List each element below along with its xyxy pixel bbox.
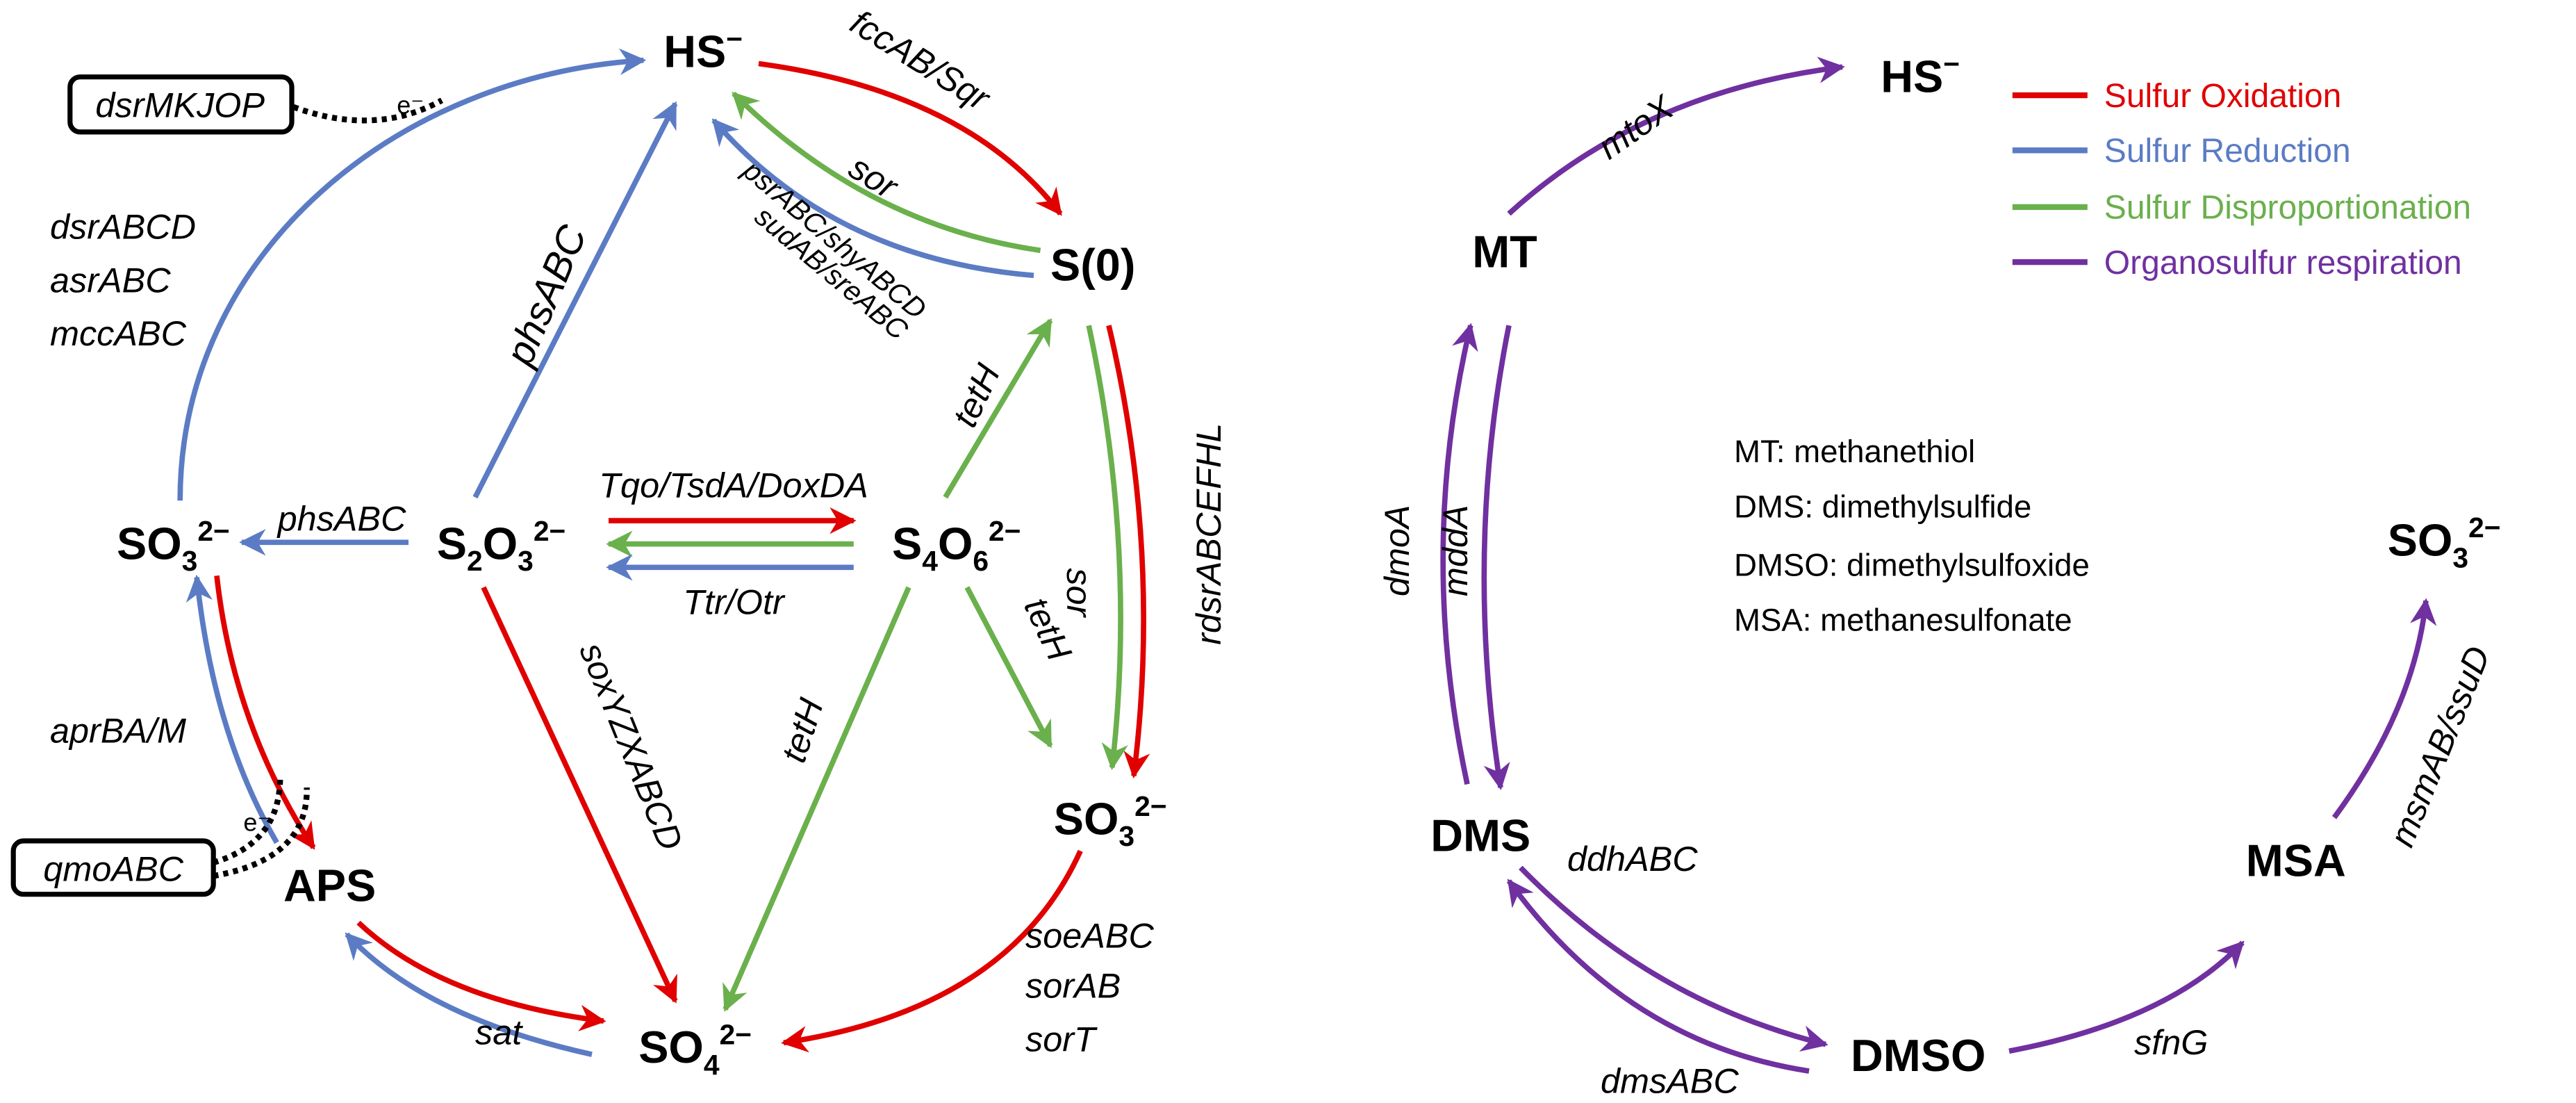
gene-dmoA: dmoA (1377, 505, 1417, 596)
qmoABC-box: qmoABC e⁻ (10, 808, 270, 897)
arrow-mt-to-hs (1507, 56, 1845, 216)
gene-sfnG: sfnG (2134, 1022, 2208, 1062)
node-dmso: DMSO (1851, 1030, 1985, 1081)
arrow-mt-to-dms (1481, 325, 1512, 790)
node-aps: APS (283, 860, 376, 910)
node-so3-left: SO32− (117, 515, 230, 577)
gene-sorT: sorT (1025, 1019, 1098, 1059)
electron-transfer-dsr (292, 97, 444, 124)
electron-transfer-qmo-1 (212, 777, 283, 866)
gene-sor-top: sor (842, 147, 905, 208)
node-dms: DMS (1430, 810, 1530, 860)
arrow-dmso-to-msa (2008, 940, 2245, 1054)
arrow-s4o6-to-so3-disproportionation (964, 586, 1053, 749)
gene-Tqo-TsdA-DoxDA: Tqo/TsdA/DoxDA (599, 466, 868, 505)
arrow-so3-to-aps-oxidation (214, 575, 316, 850)
right-arrows (1440, 56, 2437, 1074)
gene-sat: sat (475, 1013, 523, 1052)
gene-fccAB-Sqr: fccAB/Sqr (843, 2, 998, 119)
definition-dms: DMS: dimethylsulfide (1734, 489, 2031, 524)
arrow-s2o3-to-so4-oxidation (481, 586, 678, 1004)
arrow-so4-to-aps-reduction (345, 932, 593, 1057)
gene-mccABC: mccABC (50, 313, 187, 353)
node-hs-right: HS− (1881, 48, 1960, 101)
left-arrows (177, 48, 1150, 1057)
arrow-hs-to-s0-oxidation (758, 60, 1063, 216)
node-so3-right-diagram: SO32− (2388, 512, 2501, 573)
dsrMKJOP-label: dsrMKJOP (95, 85, 265, 124)
gene-dmsABC: dmsABC (1601, 1061, 1739, 1100)
node-s4o6: S4O62− (892, 515, 1021, 577)
abbreviation-definitions: MT: methanethiol DMS: dimethylsulfide DM… (1734, 434, 2090, 637)
legend-organosulfur: Organosulfur respiration (2104, 245, 2462, 281)
arrow-aps-to-so4-oxidation (356, 920, 606, 1031)
arrow-s0-to-so3-disproportionation (1086, 325, 1128, 771)
node-mt: MT (1472, 226, 1537, 277)
definition-msa: MSA: methanesulfonate (1734, 603, 2072, 638)
node-so4: SO42− (638, 1019, 752, 1081)
gene-psrABC-shyABCD: psrABC/shyABCD (736, 153, 933, 325)
arrow-s2o3-to-hs-reduction (472, 101, 678, 499)
arrow-dms-to-mt (1440, 322, 1478, 785)
gene-mtoX: mtoX (1590, 86, 1681, 167)
legend-reduction: Sulfur Reduction (2104, 133, 2351, 170)
definition-dmso: DMSO: dimethylsulfoxide (1734, 547, 2090, 582)
arrow-so3-to-hs-reduction (177, 48, 647, 501)
arrow-s0-to-so3-oxidation (1106, 325, 1150, 779)
electron-transfer-qmo-2 (213, 787, 310, 879)
electron-label: e⁻ (397, 91, 424, 120)
gene-tetH-left: tetH (773, 694, 831, 767)
legend: Sulfur Oxidation Sulfur Reduction Sulfur… (2012, 78, 2471, 281)
qmoABC-label: qmoABC (43, 849, 183, 889)
gene-tetH-up: tetH (945, 357, 1008, 432)
arrow-dms-to-dmso (1519, 865, 1828, 1052)
gene-sorAB: sorAB (1025, 966, 1121, 1006)
arrow-so3-to-so4-oxidation (781, 849, 1083, 1053)
gene-soeABC: soeABC (1025, 916, 1154, 956)
gene-asrABC: asrABC (50, 260, 171, 300)
node-so3-right: SO32− (1054, 790, 1167, 852)
dsrMKJOP-box: dsrMKJOP e⁻ (67, 74, 424, 135)
node-msa: MSA (2246, 835, 2346, 885)
legend-oxidation: Sulfur Oxidation (2104, 78, 2342, 115)
definition-mt: MT: methanethiol (1734, 434, 1975, 469)
gene-dsrABCD: dsrABCD (50, 207, 196, 247)
arrow-aps-to-so3-reduction (185, 574, 279, 844)
arrow-s0-to-hs-disproportionation (732, 91, 1041, 254)
gene-aprBA-M: aprBA/M (50, 710, 186, 750)
gene-phsABC-horizontal: phsABC (276, 499, 406, 539)
gene-msmAB-ssuD: msmAB/ssuD (2381, 641, 2497, 852)
legend-disproportionation: Sulfur Disproportionation (2104, 190, 2471, 227)
gene-mddA: mddA (1435, 505, 1475, 596)
arrow-dmso-to-dms (1506, 879, 1810, 1074)
node-s0: S(0) (1050, 240, 1135, 291)
gene-rdsrABCEFHL: rdsrABCEFHL (1189, 423, 1228, 645)
gene-phsABC-diagonal: phsABC (497, 219, 595, 373)
arrow-msa-to-so3 (2331, 598, 2437, 819)
gene-Ttr-Otr: Ttr/Otr (683, 582, 786, 622)
arrow-s4o6-to-so4-disproportionation (723, 586, 911, 1012)
node-hs: HS− (663, 23, 743, 76)
gene-ddhABC: ddhABC (1567, 839, 1698, 879)
electron-label: e⁻ (243, 808, 270, 837)
gene-sor-right: sor (1059, 568, 1099, 618)
node-s2o3: S2O32− (437, 515, 566, 577)
arrow-s0-to-hs-reduction (711, 118, 1034, 279)
arrow-s4o6-to-s0-disproportionation (943, 318, 1053, 499)
